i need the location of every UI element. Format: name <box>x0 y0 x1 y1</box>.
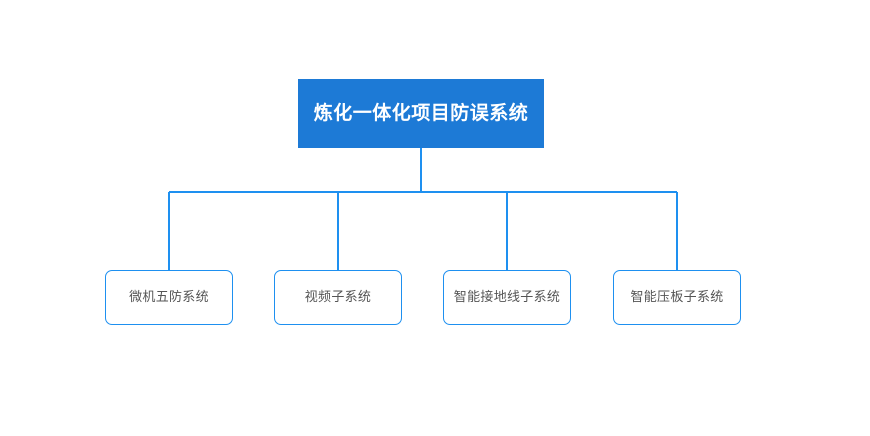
child-node-label: 智能压板子系统 <box>630 289 724 305</box>
child-node-shipin[interactable]: 视频子系统 <box>274 270 402 325</box>
child-node-zhineng-yaban[interactable]: 智能压板子系统 <box>613 270 741 325</box>
child-node-label: 智能接地线子系统 <box>453 289 561 305</box>
child-node-label: 微机五防系统 <box>129 289 209 305</box>
child-node-label: 视频子系统 <box>304 289 372 305</box>
root-node-label: 炼化一体化项目防误系统 <box>313 102 529 125</box>
child-node-weiji-wufang[interactable]: 微机五防系统 <box>105 270 233 325</box>
child-node-zhineng-jiedixian[interactable]: 智能接地线子系统 <box>443 270 571 325</box>
root-node[interactable]: 炼化一体化项目防误系统 <box>298 79 544 148</box>
